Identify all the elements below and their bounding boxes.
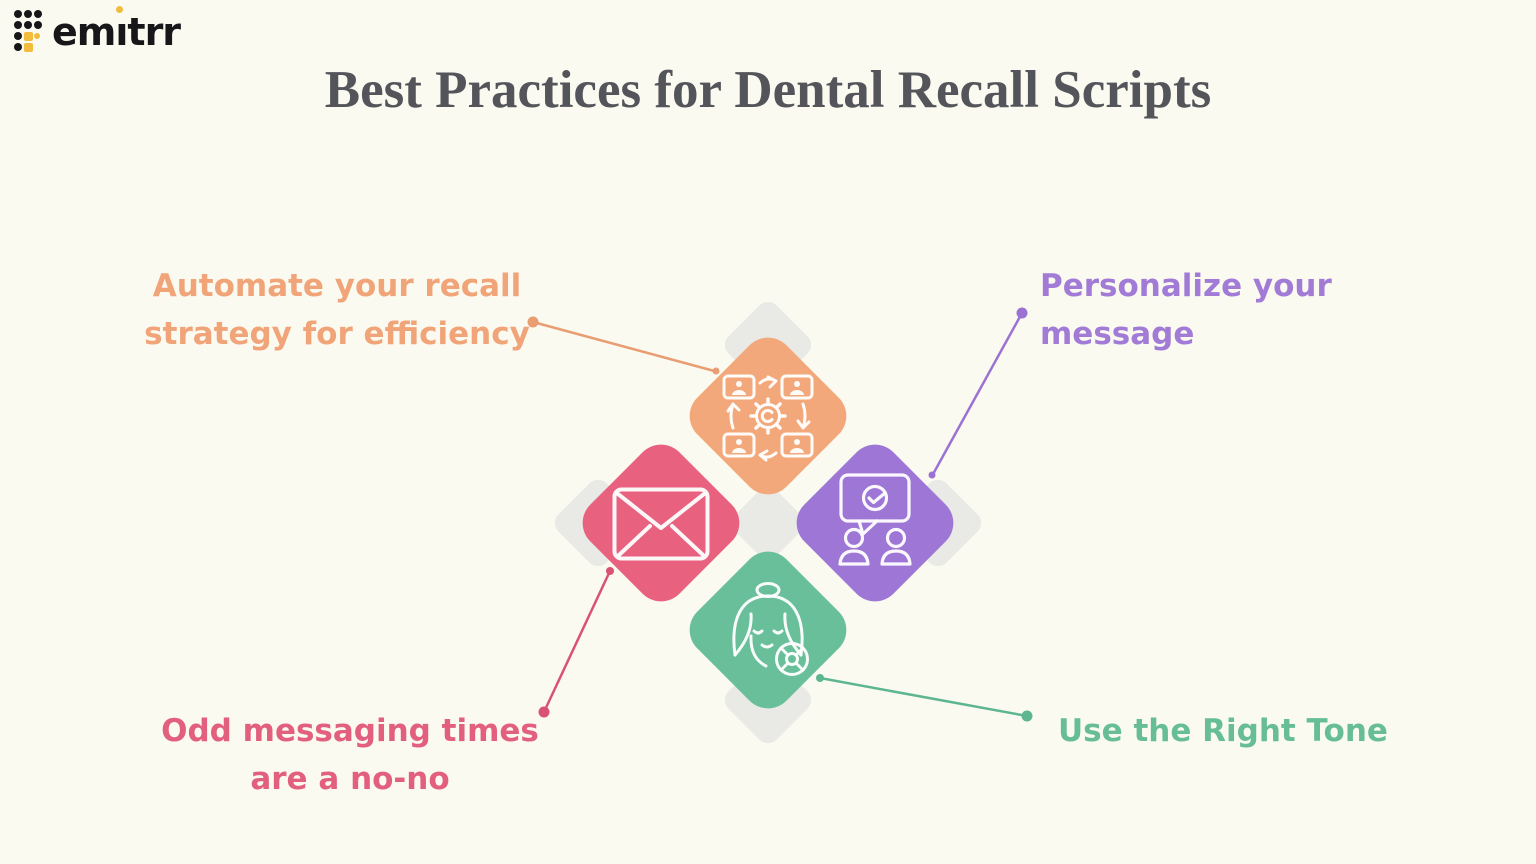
callout-timing: Odd messaging times are a no-no [140, 707, 560, 803]
callout-personalize-line1: Personalize your [1040, 268, 1332, 304]
logo-text-prefix: em [52, 9, 116, 54]
logo-letter-i: ı [115, 5, 128, 51]
callout-personalize-line2: message [1040, 316, 1195, 352]
dots-grid-logo-icon [14, 10, 43, 53]
callout-timing-line2: are a no-no [250, 761, 450, 797]
logo-text-suffix: trr [127, 9, 181, 54]
callout-tone-line1: Use the Right Tone [1058, 713, 1388, 749]
connector-personalize [928, 307, 1028, 479]
callout-automate-line2: strategy for efficiency [144, 316, 530, 352]
page-title: Best Practices for Dental Recall Scripts [324, 61, 1212, 119]
callout-timing-line1: Odd messaging times [161, 713, 539, 749]
logo-i-dot [116, 5, 124, 13]
callout-personalize: Personalize your message [1040, 262, 1400, 358]
callout-automate: Automate your recall strategy for effici… [117, 262, 557, 358]
connector-tone [816, 674, 1033, 722]
callout-automate-line1: Automate your recall [152, 268, 522, 304]
callout-tone: Use the Right Tone [1058, 707, 1478, 755]
connector-timing [538, 567, 614, 718]
